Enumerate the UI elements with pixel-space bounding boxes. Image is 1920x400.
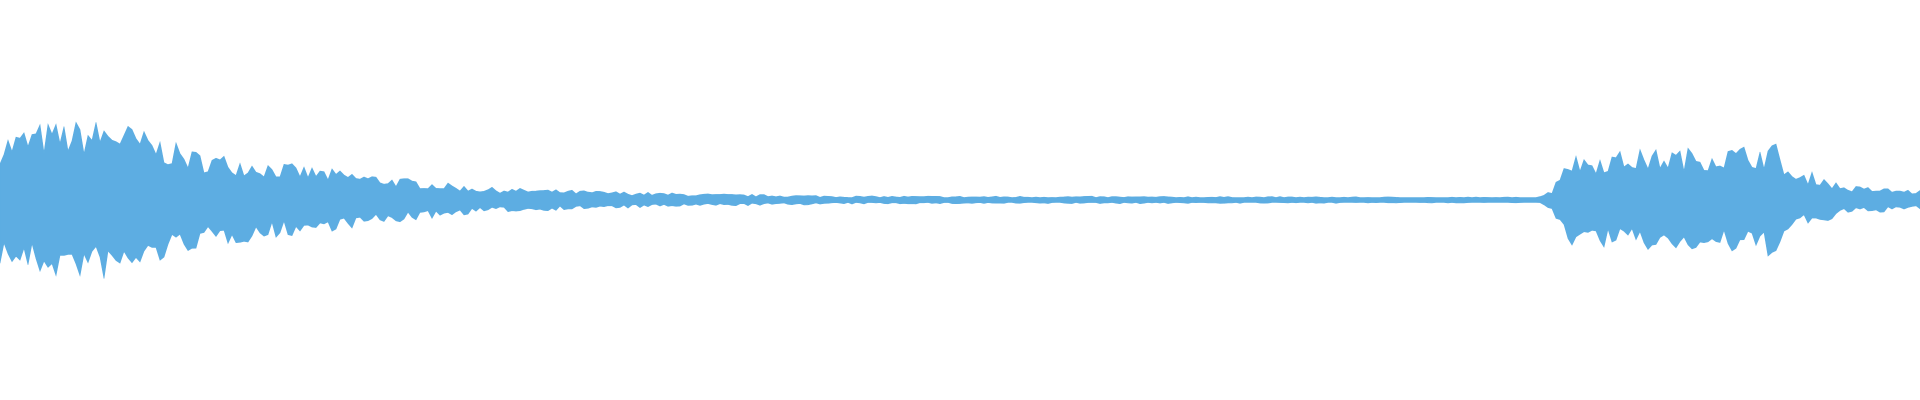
waveform-shape — [0, 121, 1920, 279]
